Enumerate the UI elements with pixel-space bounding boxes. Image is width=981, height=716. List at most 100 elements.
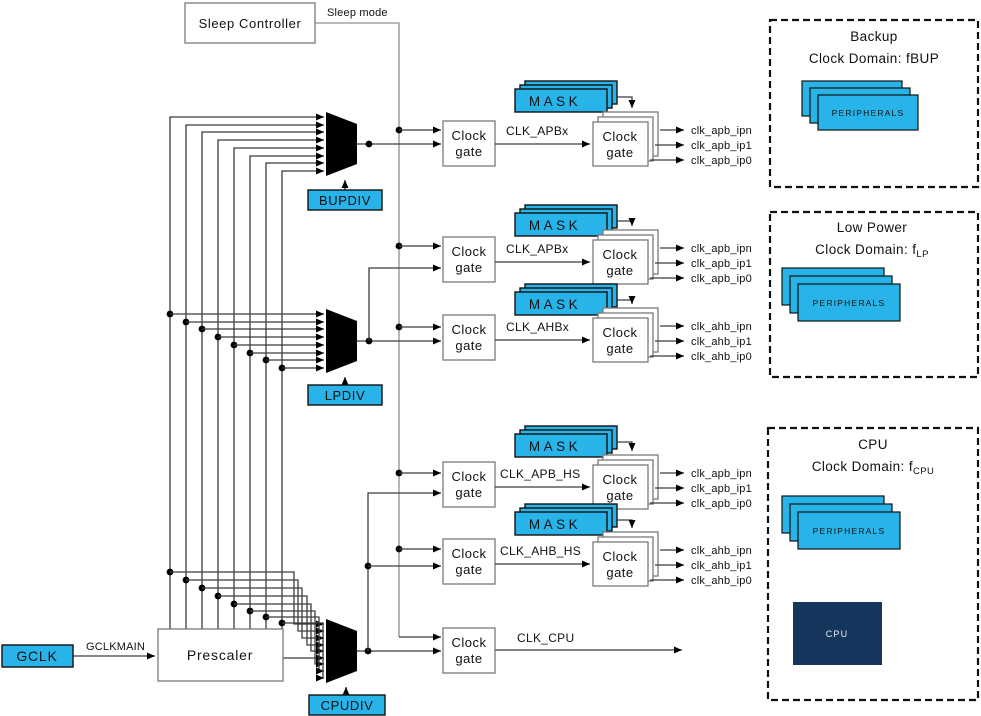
domain-subtitle-prefix: Clock Domain: f	[815, 242, 916, 257]
clock-output-label: clk_apb_ip0	[691, 273, 752, 285]
domain-backup-box	[768, 18, 980, 189]
clock-output-label: clk_apb_ip1	[691, 140, 752, 152]
clock-output-label: clk_apb_ipn	[691, 243, 752, 255]
bus-wire	[201, 128, 324, 629]
bus-signal-label: CLK_AHBx	[506, 320, 569, 334]
mux-bupdiv	[326, 112, 357, 176]
peripherals-stack: PERIPHERALS	[781, 267, 901, 322]
clock-gate-stack-box	[592, 541, 649, 587]
clock-gate-label: Clock	[451, 128, 486, 143]
lpdiv-label: LPDIV	[325, 388, 366, 403]
domain-cpu: CPU Clock Domain: fCPU PERIPHERALS CPU	[766, 426, 980, 702]
clock-gate-box	[442, 120, 496, 167]
mask-label: MASK	[529, 94, 581, 109]
mask-connector	[617, 519, 636, 528]
bupdiv-label: BUPDIV	[319, 193, 371, 208]
domain-subtitle: Clock Domain: fLP	[815, 242, 929, 260]
clock-output-label: clk_ahb_ipn	[691, 545, 752, 557]
domain-subtitle: Clock Domain: fBUP	[809, 51, 939, 66]
peripherals-stack: PERIPHERALS	[801, 80, 919, 131]
clock-gate-label: Clock	[602, 247, 637, 262]
bus-tap-cpudiv	[282, 622, 324, 682]
mask-box	[514, 212, 608, 237]
sleep-controller-label: Sleep Controller	[199, 16, 302, 31]
clock-gate-label: gate	[455, 485, 482, 500]
clock-gate-label: Clock	[451, 322, 486, 337]
mask-box	[514, 88, 608, 113]
bupdiv-box	[307, 189, 383, 211]
domain-subtitle-prefix: Clock Domain: f	[812, 459, 913, 474]
mask-box	[514, 291, 608, 316]
domain-subtitle: Clock Domain: fCPU	[812, 459, 935, 477]
gate-row: ClockgateCLK_APBxMASKClockgateclk_apb_ip…	[442, 204, 752, 285]
mask-connector	[617, 96, 636, 108]
domain-subtitle-sub: LP	[916, 249, 928, 260]
clock-output-label: clk_apb_ip1	[691, 483, 752, 495]
clock-gate-label: gate	[606, 565, 633, 580]
clock-gate-box	[442, 627, 496, 674]
clock-gate-stack-box	[592, 464, 649, 510]
clock-output-label: clk_ahb_ip1	[691, 560, 752, 572]
bus-wire	[217, 136, 324, 629]
lpdiv-box	[307, 384, 383, 406]
sleep-mode-label: Sleep mode	[327, 7, 388, 19]
gate-row: ClockgateCLK_AHB_HSMASKClockgateclk_ahb_…	[442, 503, 752, 587]
cpudiv-box	[308, 694, 386, 716]
clock-gate-label: Clock	[451, 546, 486, 561]
clock-gate-label: gate	[455, 562, 482, 577]
clock-gate-label: gate	[606, 488, 633, 503]
clock-gate-label: Clock	[602, 129, 637, 144]
clock-gate-box	[442, 314, 496, 361]
mask-label: MASK	[529, 439, 581, 454]
bus-wire	[281, 167, 324, 629]
mux-lpdiv	[326, 309, 357, 373]
gclkmain-label: GCLKMAIN	[86, 641, 145, 653]
peripherals-label: PERIPHERALS	[832, 108, 905, 118]
clock-output-label: clk_apb_ip0	[691, 155, 752, 167]
mask-label: MASK	[529, 297, 581, 312]
clock-gate-label: Clock	[602, 472, 637, 487]
mask-box	[514, 511, 608, 536]
bus-wire	[169, 113, 324, 629]
bus-signal-label: CLK_APB_HS	[500, 467, 580, 481]
clock-gate-label: gate	[455, 338, 482, 353]
mask-label: MASK	[529, 218, 581, 233]
clock-gate-box	[442, 461, 496, 508]
domain-subtitle-prefix: Clock Domain: fBUP	[809, 51, 939, 66]
clock-output-label: clk_ahb_ip1	[691, 336, 752, 348]
clock-output-label: clk_apb_ip1	[691, 258, 752, 270]
clock-gate-label: gate	[455, 260, 482, 275]
clock-gate-stack-box	[592, 317, 649, 363]
clock-output-label: clk_apb_ipn	[691, 125, 752, 137]
gclk-box	[1, 644, 74, 668]
bus-tap-cpudiv	[234, 603, 324, 655]
gclk-label: GCLK	[16, 648, 57, 664]
bus-tap-cpudiv	[266, 616, 324, 675]
domain-low-power: Low Power Clock Domain: fLP PERIPHERALS	[768, 210, 980, 379]
mask-box	[514, 433, 608, 458]
clock-gate-label: Clock	[602, 325, 637, 340]
bus-signal-label: CLK_APBx	[506, 242, 568, 256]
signal-label-clk-cpu: CLK_CPU	[517, 631, 574, 645]
prescaler-label: Prescaler	[187, 647, 253, 663]
mask-connector	[617, 296, 636, 304]
clock-gate-label: gate	[606, 263, 633, 278]
cpudiv-label: CPUDIV	[321, 698, 374, 713]
cpu-core-box	[793, 602, 882, 665]
bus-wire	[233, 144, 324, 629]
clock-output-label: clk_apb_ip0	[691, 498, 752, 510]
clock-gate-box	[442, 538, 496, 585]
domain-subtitle-sub: CPU	[913, 466, 934, 477]
clock-gate-label: Clock	[451, 469, 486, 484]
clock-output-label: clk_ahb_ip0	[691, 575, 752, 587]
bus-wire	[185, 121, 324, 629]
clock-gate-label: Clock	[451, 635, 486, 650]
peripherals-box-front	[817, 94, 919, 131]
sleep-mode-wire	[315, 22, 400, 637]
mask-label: MASK	[529, 517, 581, 532]
clock-gate-stack-box	[592, 121, 649, 167]
gate-row: ClockgateCLK_APBxMASKClockgateclk_apb_ip…	[442, 80, 752, 167]
clock-output-label: clk_ahb_ipn	[691, 321, 752, 333]
